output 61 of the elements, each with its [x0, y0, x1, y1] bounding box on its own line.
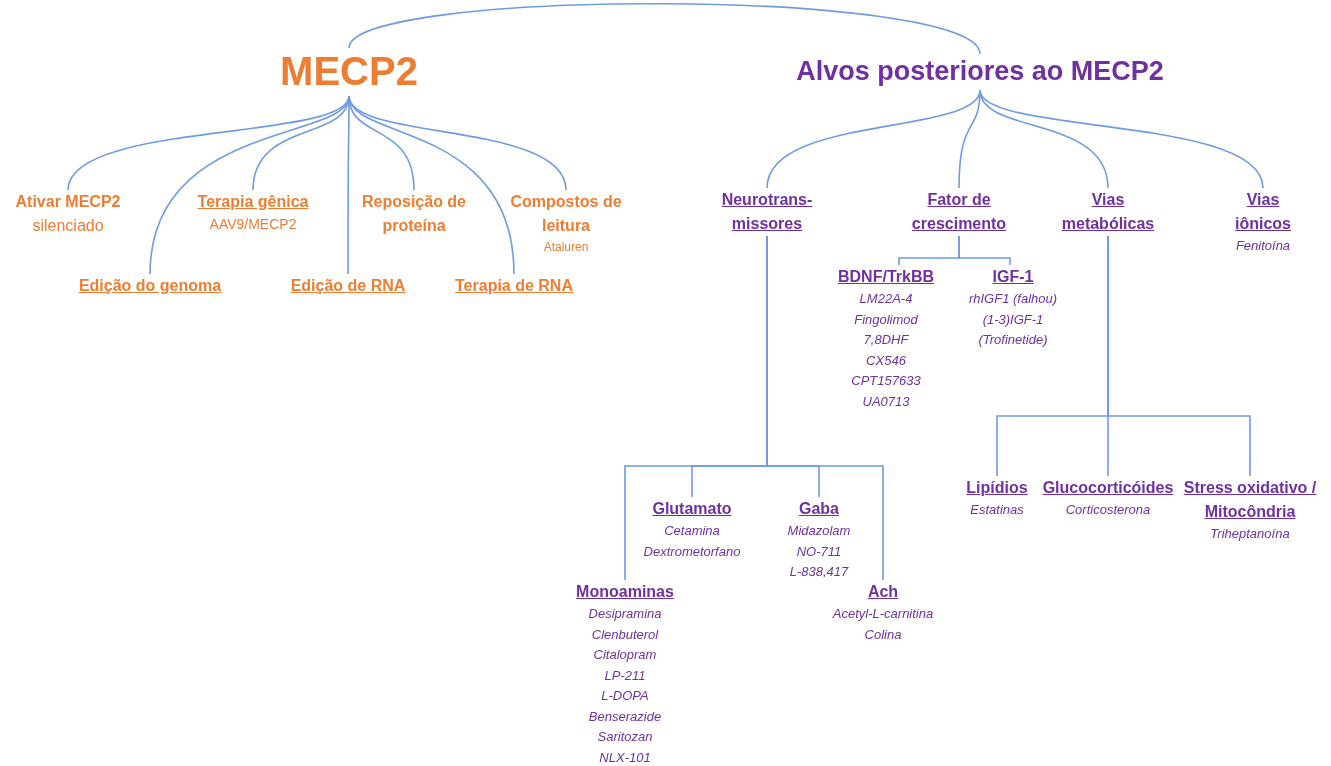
drug-name: Corticosterona [1065, 501, 1151, 519]
drug-name: Clenbuterol [591, 625, 659, 644]
category-heading: Ach [867, 582, 899, 602]
connector-line [979, 89, 1109, 189]
category-heading: Fator de crescimento [910, 190, 1008, 234]
category-heading: Ativar MECP2 [15, 192, 121, 212]
drug-name: 7,8DHF [863, 331, 909, 349]
drug-name: (Trofinetide) [978, 331, 1048, 349]
drug-name: Colina [864, 625, 902, 644]
category-heading: Vias iônicos [1234, 190, 1292, 234]
category-heading: Edição de RNA [290, 276, 406, 296]
drug-name: Estatinas [970, 501, 1024, 519]
category-heading: Terapia de RNA [455, 276, 573, 296]
category-heading: Gaba [799, 499, 839, 519]
category-heading: Reposição de proteína [361, 192, 467, 236]
drug-name: LM22A-4 [859, 290, 913, 308]
drug-name: Saritozan [597, 728, 653, 746]
drug-name: Desipramina [588, 605, 662, 623]
drug-name: L-DOPA [601, 687, 649, 705]
category-heading: IGF-1 [992, 267, 1034, 287]
main-title: MECP2 [280, 48, 418, 95]
drug-name: Triheptanoína [1210, 525, 1290, 543]
category-heading: Glucocorticóides [1042, 478, 1174, 498]
drug-name: CPT157633 [851, 372, 921, 390]
drug-name: NLX-101 [599, 748, 651, 766]
connector-line [979, 89, 1264, 189]
connector-line [958, 235, 1011, 266]
drug-name: rhIGF1 (falhou) [968, 290, 1058, 308]
drug-name: LP-211 [604, 666, 646, 685]
section-title: Alvos posteriores ao MECP2 [796, 55, 1164, 88]
drug-name: CX546 [866, 351, 906, 370]
drug-name: Midazolam [787, 522, 851, 540]
drug-name: Citalopram [593, 646, 657, 664]
connector-line [1107, 235, 1251, 477]
drug-name: Benserazide [588, 707, 662, 726]
category-heading: Vias metabólicas [1060, 190, 1156, 234]
category-heading: Monoaminas [576, 582, 674, 602]
connector-line [348, 95, 567, 191]
subtitle-text: Ataluren [543, 239, 589, 256]
category-heading: BDNF/TrkBB [838, 267, 934, 287]
category-heading: Edição do genoma [78, 276, 222, 296]
category-heading: Compostos de leitura [509, 192, 623, 236]
category-heading: Glutamato [652, 499, 732, 519]
drug-name: Dextrometorfano [643, 542, 741, 561]
category-heading: Stress oxidativo / Mitocôndria [1182, 478, 1318, 522]
drug-name: Fingolimod [854, 310, 918, 329]
drug-name: Fenitoína [1235, 237, 1291, 255]
drug-name: Cetamina [664, 522, 720, 540]
drug-name: L-838,417 [789, 563, 849, 581]
drug-name: Acetyl-L-carnitina [832, 605, 934, 623]
category-heading: Terapia gênica [197, 192, 309, 212]
connector-line [766, 235, 884, 581]
subtitle-text: AAV9/MECP2 [209, 215, 297, 234]
drug-name: UA0713 [862, 392, 910, 411]
drug-name: (1-3)IGF-1 [982, 310, 1044, 329]
drug-name: NO-711 [796, 542, 842, 561]
subtitle-text: silenciado [32, 216, 104, 236]
category-heading: Lipídios [966, 478, 1028, 498]
category-heading: Neurotrans-missores [720, 190, 814, 234]
connector-line [348, 2, 981, 55]
connector-line [348, 95, 415, 191]
